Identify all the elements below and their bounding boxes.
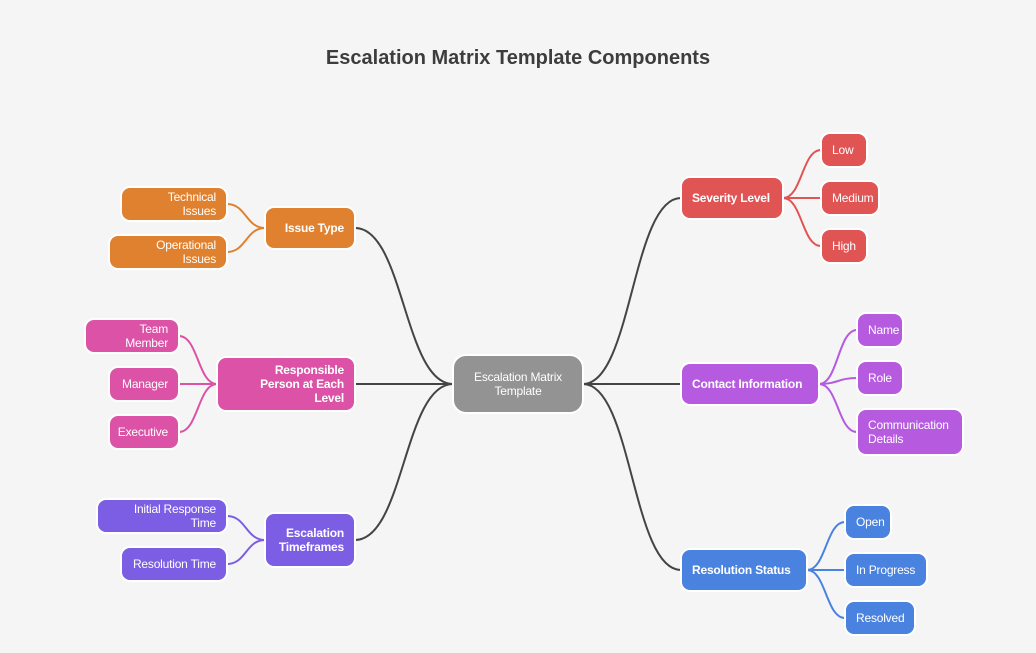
leaf-label: In Progress: [856, 563, 916, 577]
leaf-node-role[interactable]: Role: [856, 360, 904, 396]
connector-timeframes-initial: [226, 515, 266, 541]
branch-node-resolution-status[interactable]: Resolution Status: [680, 548, 808, 592]
root-node-label: Escalation Matrix Template: [474, 370, 562, 398]
leaf-label: Operational Issues: [156, 238, 216, 266]
leaf-label: Team Member: [125, 322, 168, 350]
leaf-label: Role: [868, 371, 892, 385]
connector-timeframes-resolution: [226, 539, 266, 565]
connector-root-resolution-status: [582, 383, 682, 571]
leaf-node-resolved[interactable]: Resolved: [844, 600, 916, 636]
leaf-node-operational-issues[interactable]: Operational Issues: [108, 234, 228, 270]
leaf-node-open[interactable]: Open: [844, 504, 892, 540]
leaf-label: Name: [868, 323, 900, 337]
connector-status-open: [806, 521, 846, 571]
leaf-label: Medium: [832, 191, 874, 205]
leaf-node-resolution-time[interactable]: Resolution Time: [120, 546, 228, 582]
leaf-node-low[interactable]: Low: [820, 132, 868, 168]
leaf-label: High: [832, 239, 856, 253]
branch-node-responsible-person[interactable]: Responsible Person at Each Level: [216, 356, 356, 412]
leaf-label: Technical Issues: [167, 190, 216, 218]
branch-node-severity-level[interactable]: Severity Level: [680, 176, 784, 220]
leaf-node-initial-response-time[interactable]: Initial Response Time: [96, 498, 228, 534]
leaf-label: Open: [856, 515, 885, 529]
branch-label: Contact Information: [692, 377, 803, 391]
leaf-label: Resolution Time: [132, 557, 216, 571]
connector-severity-high: [782, 197, 822, 247]
leaf-node-executive[interactable]: Executive: [108, 414, 180, 450]
connector-root-issue-type: [354, 227, 454, 385]
leaf-label: Initial Response Time: [133, 502, 216, 530]
leaf-node-communication-details[interactable]: Communication Details: [856, 408, 964, 456]
branch-label: Responsible Person at Each Level: [260, 363, 344, 405]
leaf-label: Resolved: [856, 611, 905, 625]
leaf-label: Low: [832, 143, 854, 157]
root-node[interactable]: Escalation Matrix Template: [452, 354, 584, 414]
branch-label: Resolution Status: [692, 563, 791, 577]
leaf-node-manager[interactable]: Manager: [108, 366, 180, 402]
branch-label: Severity Level: [692, 191, 770, 205]
leaf-node-team-member[interactable]: Team Member: [84, 318, 180, 354]
leaf-node-medium[interactable]: Medium: [820, 180, 880, 216]
connector-responsible-executive: [178, 383, 218, 433]
connector-issue-type-technical: [226, 203, 266, 229]
branch-node-issue-type[interactable]: Issue Type: [264, 206, 356, 250]
connector-severity-low: [782, 149, 822, 199]
connector-responsible-team-member: [178, 335, 218, 385]
connector-issue-type-operational: [226, 227, 266, 253]
branch-node-escalation-timeframes[interactable]: Escalation Timeframes: [264, 512, 356, 568]
diagram-title: Escalation Matrix Template Components: [325, 47, 711, 69]
connector-root-severity-level: [582, 197, 682, 385]
leaf-label: Executive: [117, 425, 168, 439]
leaf-node-in-progress[interactable]: In Progress: [844, 552, 928, 588]
leaf-label: Manager: [122, 377, 168, 391]
branch-label: Escalation Timeframes: [278, 526, 344, 554]
leaf-node-technical-issues[interactable]: Technical Issues: [120, 186, 228, 222]
leaf-node-name[interactable]: Name: [856, 312, 904, 348]
branch-node-contact-information[interactable]: Contact Information: [680, 362, 820, 406]
connector-status-resolved: [806, 569, 846, 619]
leaf-node-high[interactable]: High: [820, 228, 868, 264]
branch-label: Issue Type: [284, 221, 344, 235]
connector-contact-communication: [818, 383, 858, 433]
leaf-label: Communication Details: [868, 418, 949, 446]
connector-contact-name: [818, 329, 858, 385]
connector-root-escalation-timeframes: [354, 383, 454, 541]
